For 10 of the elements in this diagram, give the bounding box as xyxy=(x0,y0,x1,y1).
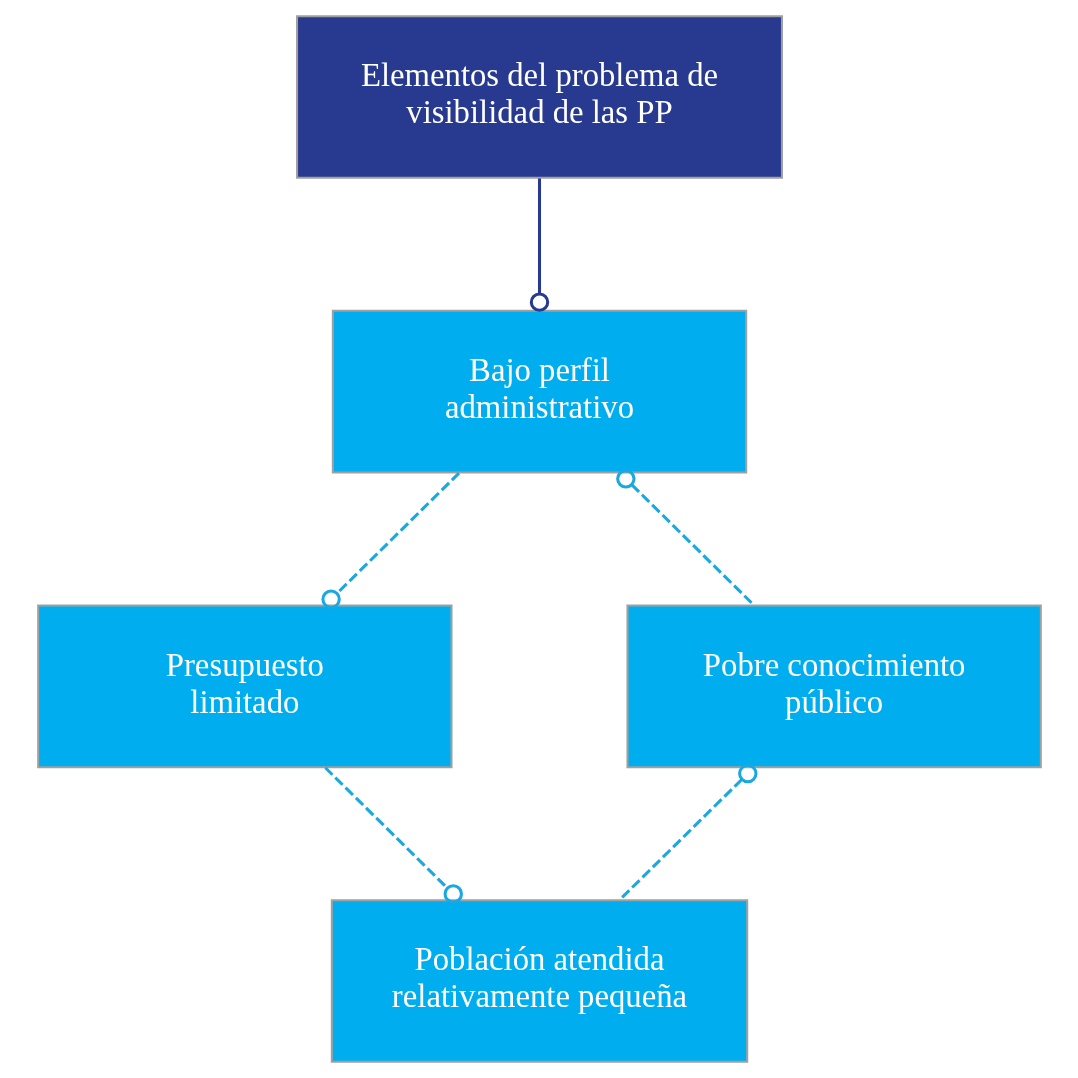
node-box: Elementos del problema de visibilidad de las PP xyxy=(295,15,783,179)
node-box: Presupuesto limitado xyxy=(36,604,453,769)
connector xyxy=(323,766,463,904)
node-box: Pobre conocimiento público xyxy=(625,604,1042,769)
node-box: Bajo perfil administrativo xyxy=(331,309,747,474)
connector xyxy=(615,469,755,607)
connector xyxy=(618,763,758,901)
node-box: Población atendida relativamente pequeña xyxy=(330,899,748,1063)
connector xyxy=(529,178,549,312)
connector xyxy=(320,472,460,609)
